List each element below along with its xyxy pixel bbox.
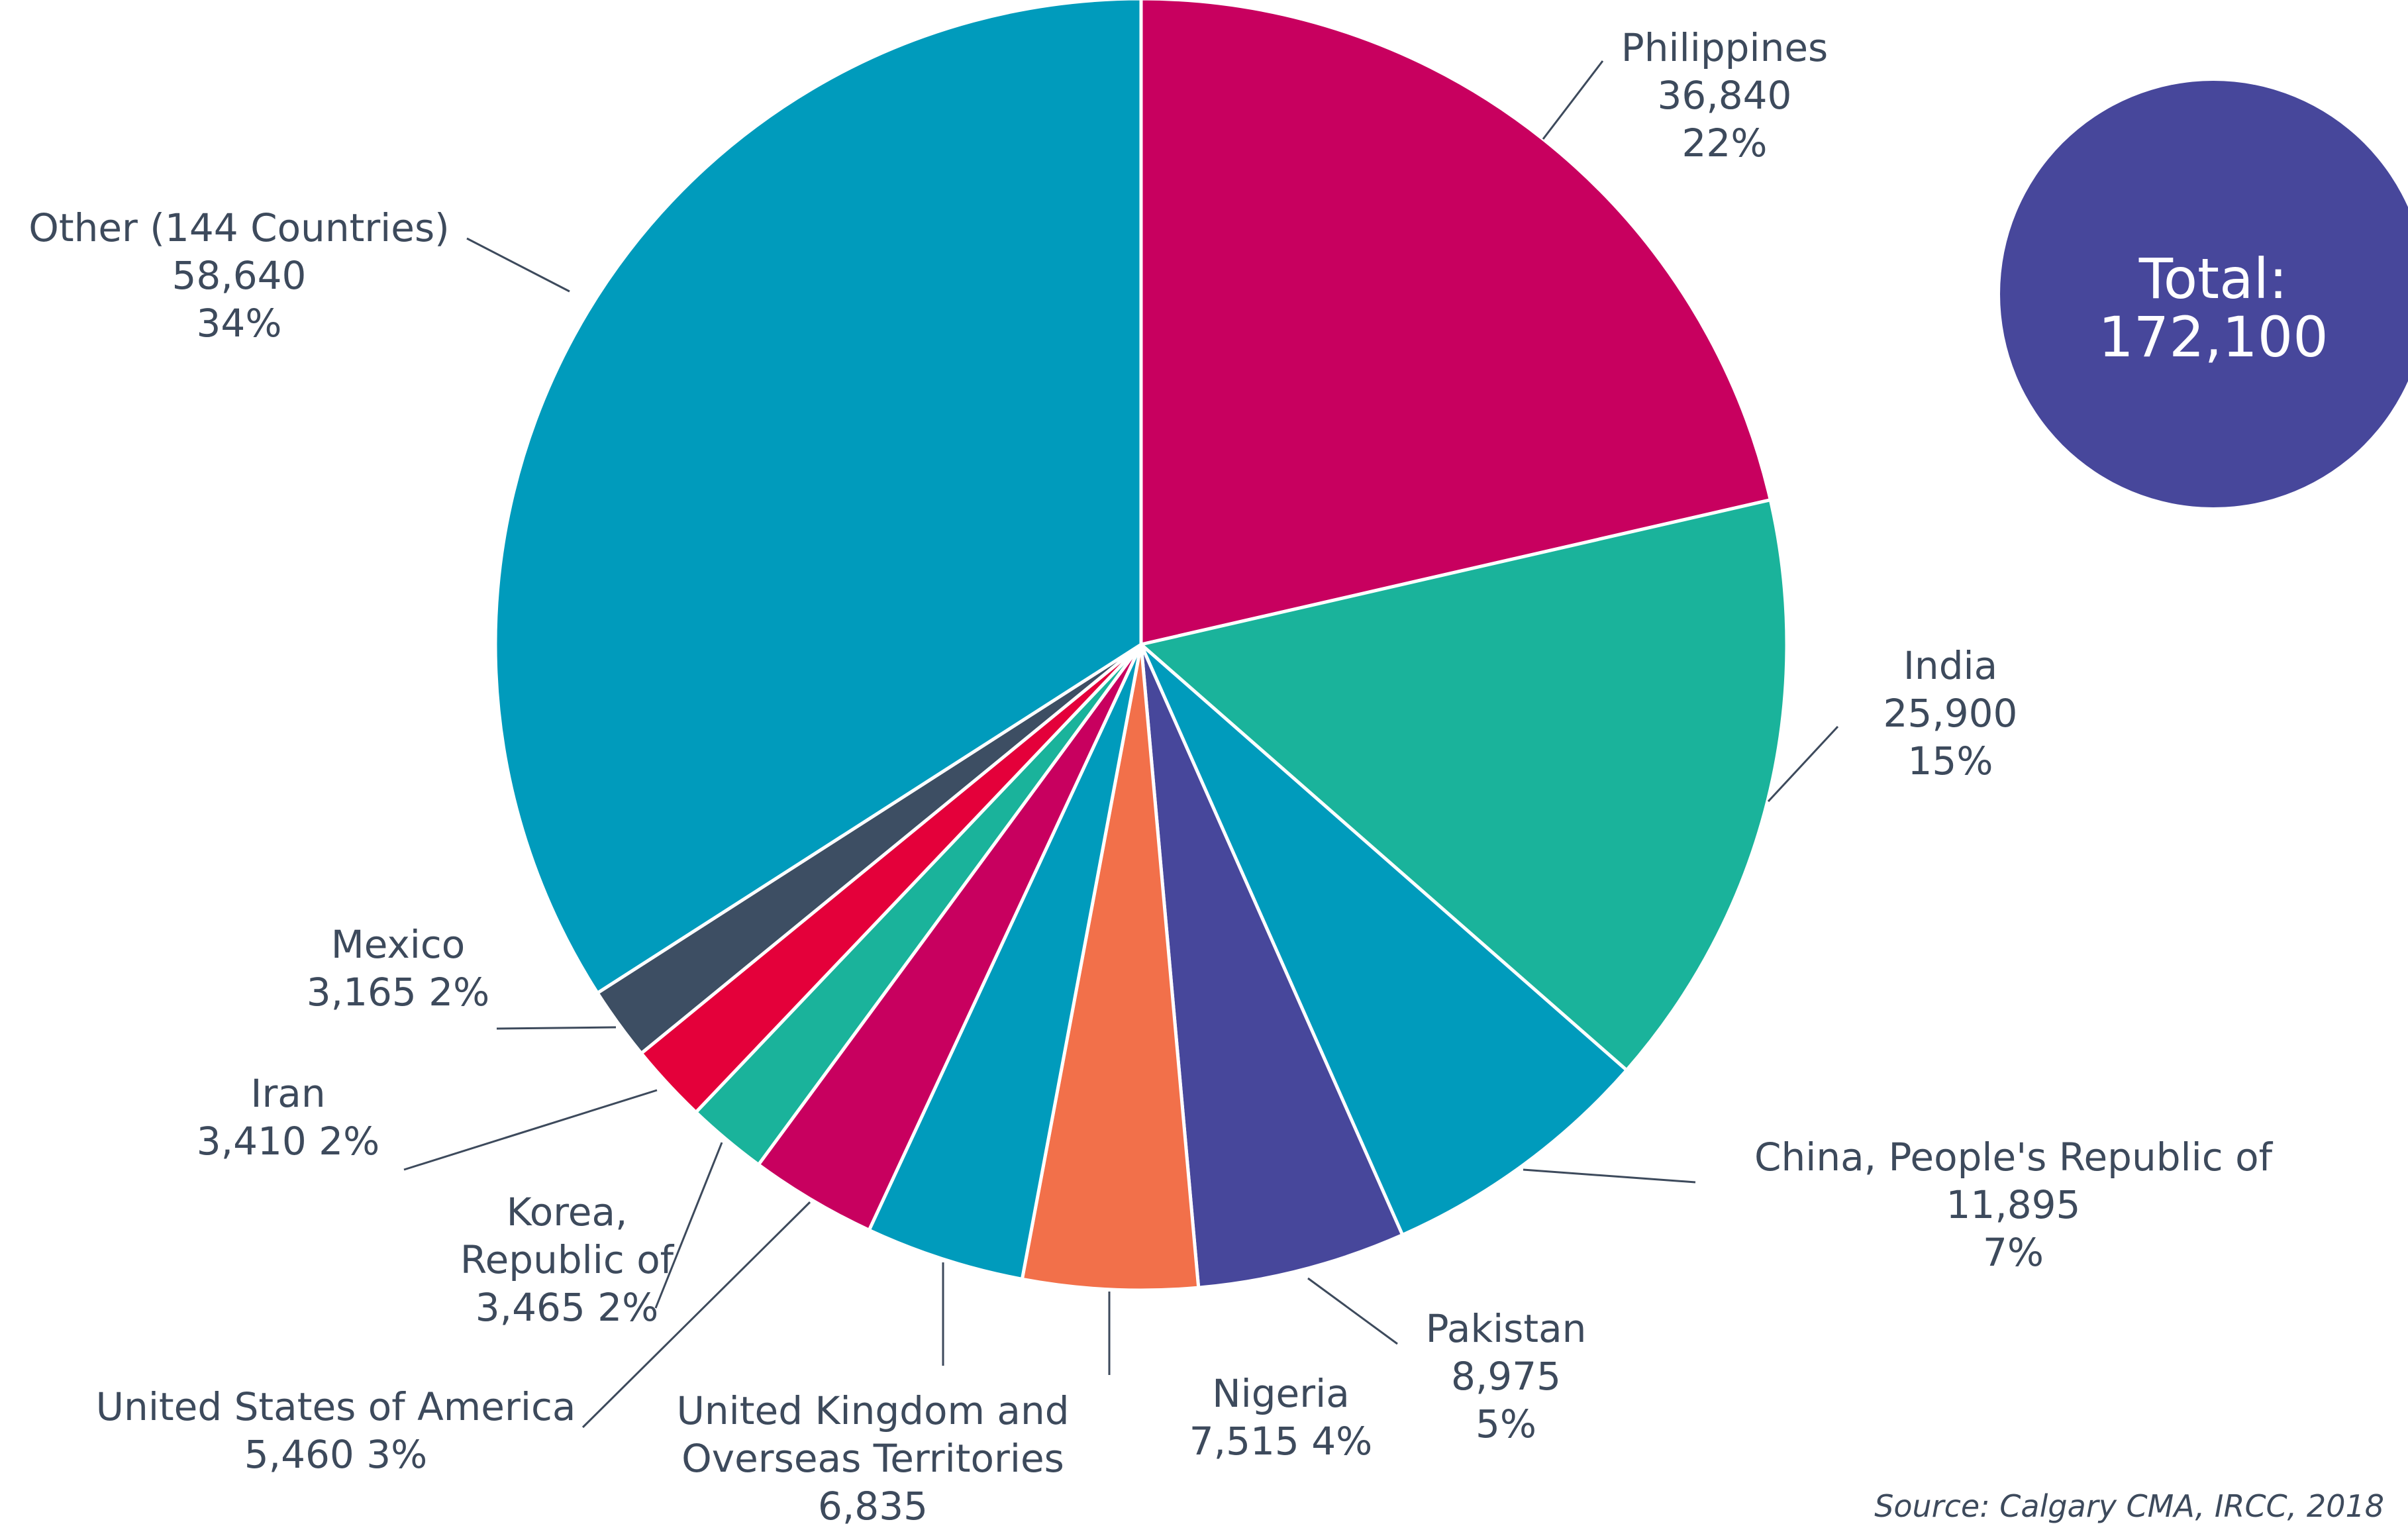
slice-label-line: 22% — [1682, 121, 1768, 166]
slice-label-line: Mexico — [331, 922, 466, 967]
slice-label-line: Pakistan — [1426, 1306, 1587, 1351]
leader-lines — [403, 60, 1839, 1429]
leader-line-philippines — [1542, 60, 1604, 140]
slice-label-line: 7% — [1983, 1230, 2044, 1275]
source-note: Source: Calgary CMA, IRCC, 2018 — [1874, 1488, 2384, 1524]
slice-india — [1137, 497, 1789, 1073]
slice-label-line: 6,835 — [818, 1484, 928, 1526]
leader-line-iran — [403, 1089, 658, 1171]
total-label: Total: — [2138, 246, 2287, 311]
slice-other-144-countries — [493, 0, 1143, 995]
slice-label-line: China, People's Republic of — [1754, 1135, 2274, 1180]
slice-label-line: 15% — [1908, 738, 1993, 784]
slice-label-line: 36,840 — [1658, 73, 1792, 118]
slice-philippines — [1139, 0, 1773, 647]
slice-china-people-s-republic-of — [1139, 643, 1629, 1237]
slice-label-line: 58,640 — [172, 253, 307, 298]
slice-united-kingdom-and-overseas-territories — [866, 643, 1143, 1282]
slice-label-line: 5,460 3% — [244, 1432, 428, 1477]
slice-label-line: 25,900 — [1883, 691, 2018, 736]
slice-label-line: 3,410 2% — [197, 1119, 380, 1164]
slice-label-line: Other (144 Countries) — [28, 205, 450, 250]
leader-line-other-144-countries — [466, 237, 570, 293]
slice-label-line: Overseas Territories — [681, 1436, 1064, 1481]
slice-label-line: Korea, — [507, 1190, 628, 1235]
slice-label-line: 5% — [1476, 1401, 1536, 1447]
slice-label-line: Nigeria — [1212, 1371, 1350, 1416]
leader-line-india — [1767, 725, 1839, 803]
leader-line-korea-republic-of — [654, 1142, 723, 1309]
slice-label-line: 8,975 — [1451, 1354, 1561, 1399]
slice-label-line: 34% — [197, 301, 282, 346]
slice-label-line: Philippines — [1621, 25, 1829, 70]
leader-line-mexico — [496, 1026, 617, 1030]
total-value: 172,100 — [2098, 305, 2328, 370]
leader-line-pakistan — [1307, 1277, 1398, 1345]
total-badge: Total: 172,100 — [2000, 81, 2408, 507]
slice-label-line: Iran — [250, 1071, 325, 1116]
slice-label-line: 3,465 2% — [476, 1285, 659, 1330]
slice-label-line: 11,895 — [1946, 1182, 2081, 1227]
slice-label-line: United Kingdom and — [676, 1388, 1069, 1433]
leader-line-united-states-of-america — [581, 1201, 811, 1429]
slice-label-line: 3,165 2% — [307, 970, 490, 1015]
slice-label-line: 7,515 4% — [1189, 1419, 1373, 1464]
slice-label-line: United States of America — [96, 1384, 576, 1429]
leader-line-china-people-s-republic-of — [1523, 1168, 1696, 1184]
slice-pakistan — [1139, 643, 1405, 1290]
slice-label-line: India — [1903, 643, 1997, 688]
slice-label-line: Republic of — [460, 1237, 675, 1282]
total-circle — [2000, 81, 2408, 507]
pie-slices — [493, 0, 1789, 1292]
slice-nigeria — [1020, 644, 1201, 1292]
